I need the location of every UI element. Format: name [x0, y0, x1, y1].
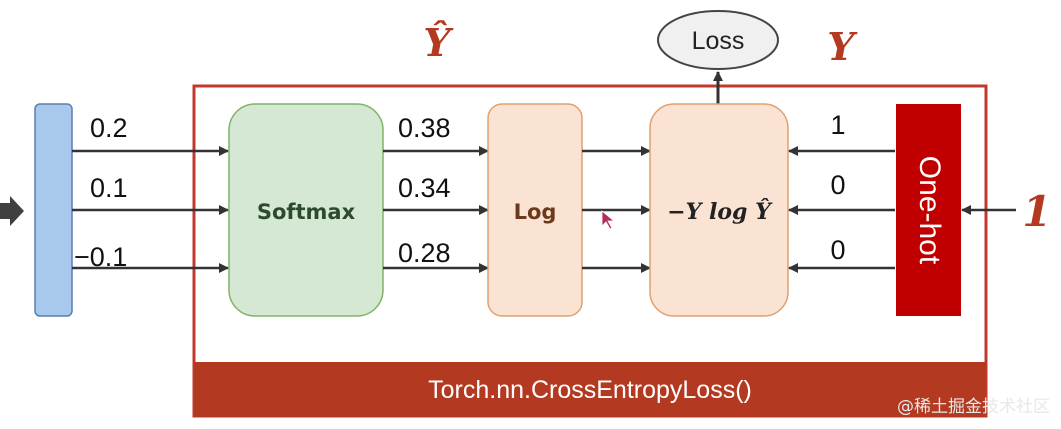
input-value-1: 0.2 [90, 113, 128, 143]
input-arrow-icon [0, 196, 24, 226]
softmax-output-1: 0.38 [398, 113, 451, 143]
input-bar [34, 103, 73, 317]
loss-label: Loss [692, 27, 745, 55]
loss-node [657, 10, 779, 70]
softmax-label: Softmax [257, 200, 356, 224]
y-hat-title: Ŷ [423, 20, 454, 65]
onehot-value-1: 1 [830, 110, 845, 140]
softmax-output-3: 0.28 [398, 238, 451, 268]
y-title: Y [827, 24, 858, 69]
onehot-box [896, 104, 961, 316]
input-value-3: −0.1 [74, 242, 127, 272]
input-value-2: 0.1 [90, 173, 128, 203]
product-label: −Y log Ŷ [667, 198, 773, 225]
footer-bar [194, 362, 986, 417]
footer-label: Torch.nn.CrossEntropyLoss() [428, 376, 752, 404]
onehot-value-3: 0 [830, 235, 845, 265]
watermark: @稀土掘金技术社区 [897, 397, 1050, 417]
onehot-value-2: 0 [830, 170, 845, 200]
log-label: Log [514, 200, 557, 224]
cursor-icon [601, 210, 616, 230]
onehot-label: One-hot [913, 156, 946, 265]
softmax-output-2: 0.34 [398, 173, 451, 203]
onehot-input-value: 1 [1022, 187, 1051, 236]
